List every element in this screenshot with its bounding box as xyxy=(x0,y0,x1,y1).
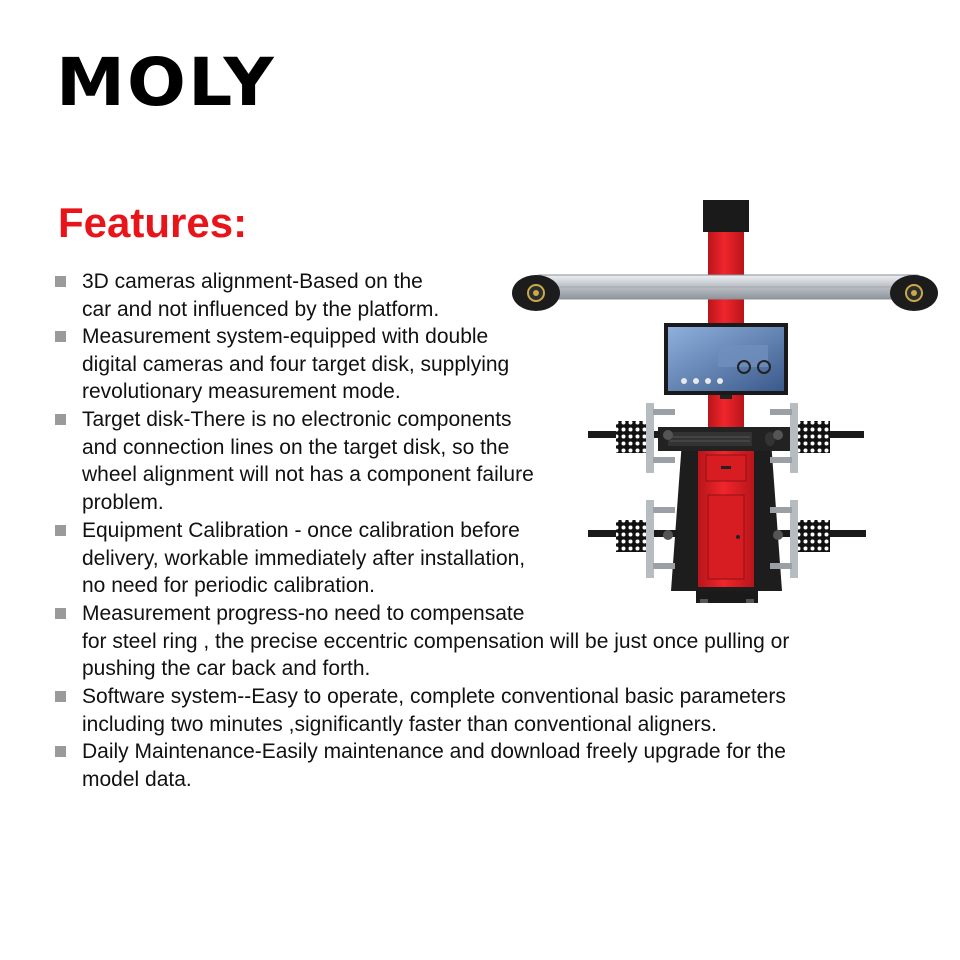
wheel-aligner-image xyxy=(512,200,938,603)
bullet-square-icon xyxy=(55,691,66,702)
bullet-square-icon xyxy=(55,414,66,425)
target-disk-lower-left-icon xyxy=(616,500,675,578)
feature-text: 3D cameras alignment-Based on the car an… xyxy=(82,270,440,321)
bullet-square-icon xyxy=(55,608,66,619)
bullet-square-icon xyxy=(55,331,66,342)
left-camera-icon xyxy=(512,275,560,311)
brand-logo: MOLY xyxy=(56,44,276,121)
bullet-square-icon xyxy=(55,525,66,536)
target-disk-upper-left-icon xyxy=(616,403,675,473)
features-heading: Features: xyxy=(58,199,248,246)
feature-text: Measurement progress-no need to compensa… xyxy=(82,602,790,680)
top-cap xyxy=(703,200,749,232)
feature-text: Software system--Easy to operate, comple… xyxy=(82,685,786,736)
bullet-square-icon xyxy=(55,276,66,287)
feature-text: Target disk-There is no electronic compo… xyxy=(82,408,534,514)
target-disk-upper-right-icon xyxy=(770,403,830,473)
cabinet xyxy=(671,427,782,603)
keyboard-tray xyxy=(658,427,794,451)
monitor xyxy=(664,323,788,399)
bullet-square-icon xyxy=(55,746,66,757)
feature-text: Daily Maintenance-Easily maintenance and… xyxy=(82,740,786,791)
target-disk-lower-right-icon xyxy=(770,500,830,578)
right-camera-icon xyxy=(890,275,938,311)
feature-text: Measurement system-equipped with double … xyxy=(82,325,510,403)
feature-text: Equipment Calibration - once calibration… xyxy=(82,519,526,597)
